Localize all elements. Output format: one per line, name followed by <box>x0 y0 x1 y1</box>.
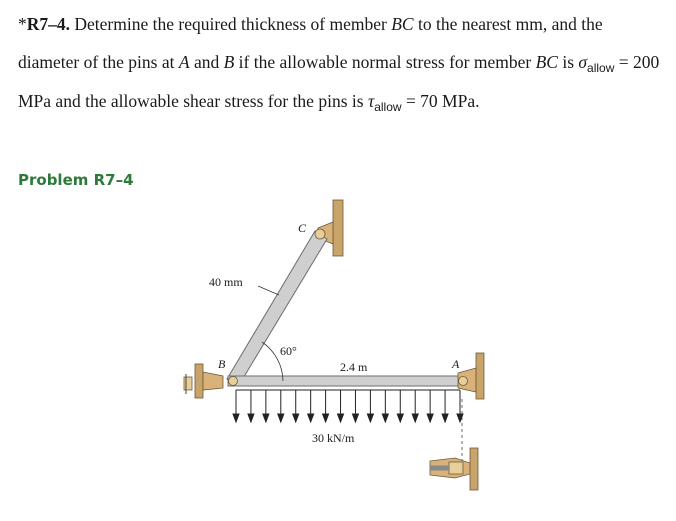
problem-number: R7–4. <box>26 14 71 34</box>
problem-statement: *R7–4. Determine the required thickness … <box>18 6 668 123</box>
load-arrow-head <box>336 413 345 424</box>
beam-ab <box>227 375 469 387</box>
angle-label: 60° <box>280 344 297 358</box>
width-leader <box>257 285 280 296</box>
pin-b <box>228 376 238 386</box>
load-arrow-head <box>441 413 449 424</box>
tau-symbol: τ <box>367 91 375 111</box>
label-b: B <box>218 357 226 371</box>
load-arrow-head <box>456 413 464 424</box>
load-arrow-head <box>321 413 330 424</box>
problem-star: * <box>18 14 27 34</box>
load-arrow-head <box>292 413 300 424</box>
problem-text-3: and <box>189 51 224 72</box>
load-arrow-head <box>232 413 240 424</box>
problem-text-1: Determine the required thickness of memb… <box>70 14 392 34</box>
tau-subscript: allow <box>374 100 402 114</box>
sigma-symbol: σ <box>578 51 588 72</box>
problem-text-7: = 70 MPa. <box>401 91 480 111</box>
load-arrow-head <box>351 413 360 424</box>
member-bc <box>226 230 328 386</box>
pin-c <box>314 228 326 240</box>
load-arrow-head <box>381 413 390 424</box>
wall-b <box>194 363 204 399</box>
load-arrow-head <box>262 413 270 424</box>
member-label-2: BC <box>535 51 558 72</box>
load-arrow-head <box>411 413 419 424</box>
member-label-1: BC <box>391 14 414 34</box>
pin-a-label: A <box>178 51 190 72</box>
problem-text-4: if the allowable normal stress for membe… <box>234 51 536 72</box>
pin-b-detail <box>183 376 193 391</box>
pin-a <box>458 376 468 386</box>
width-label: 40 mm <box>209 275 243 289</box>
wall-c <box>332 199 344 257</box>
load-arrow-head <box>396 413 404 424</box>
load-arrow-head <box>366 413 375 424</box>
problem-text-6: = 200 MPa and the allowable shear stress… <box>18 51 660 112</box>
span-label: 2.4 m <box>340 360 368 374</box>
distributed-load <box>232 389 464 424</box>
problem-text-5: is <box>557 51 579 72</box>
load-arrow-head <box>247 413 255 424</box>
load-arrow-head <box>277 413 285 424</box>
load-label: 30 kN/m <box>312 431 355 445</box>
pin-detail-pin <box>448 461 464 475</box>
bracket-b <box>202 371 224 391</box>
pin-b-label: B <box>223 51 235 72</box>
load-arrow-head <box>426 413 434 424</box>
load-arrow-head <box>306 413 315 424</box>
problem-text-2: to the nearest mm, and the diameter of t… <box>18 14 603 72</box>
angle-arc <box>261 341 284 382</box>
label-c: C <box>298 221 307 235</box>
problem-heading: Problem R7–4 <box>18 171 134 189</box>
wall-a <box>475 352 485 400</box>
label-a: A <box>451 357 460 371</box>
sigma-subscript: allow <box>587 60 615 75</box>
pin-detail-wall <box>469 447 479 491</box>
